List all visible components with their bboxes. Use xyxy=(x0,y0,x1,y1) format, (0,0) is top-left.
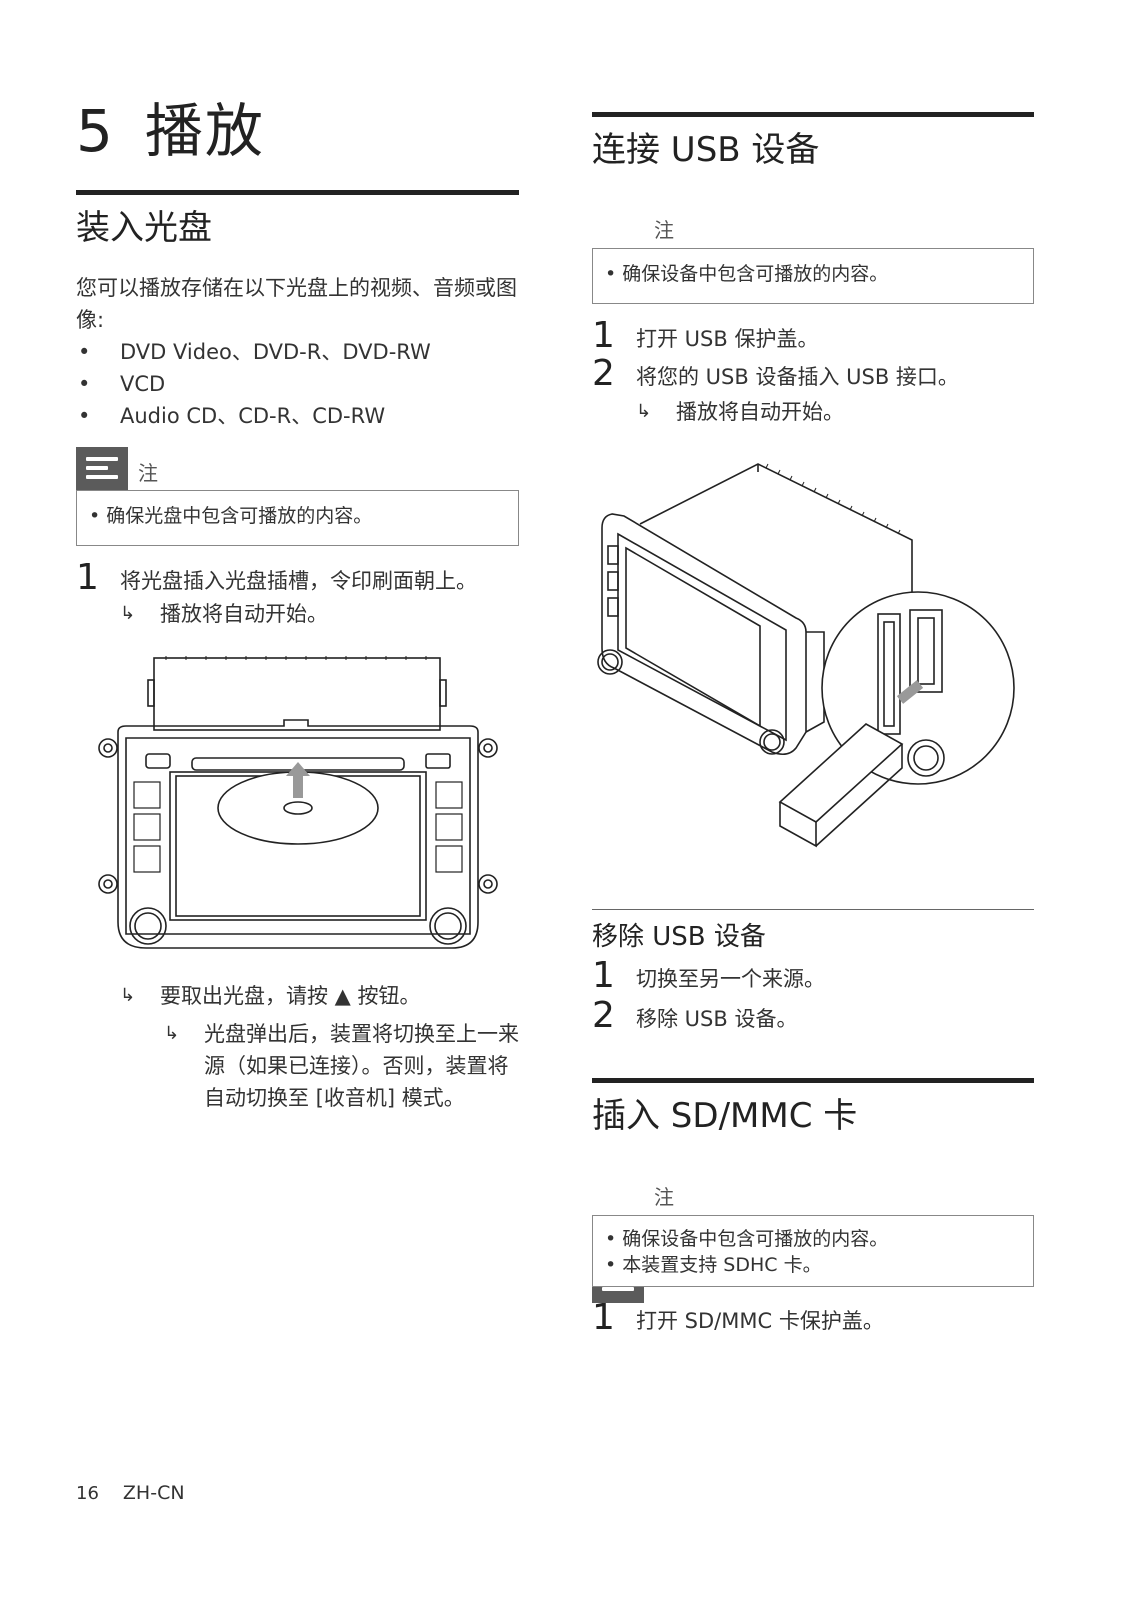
chapter-heading: 5 播放 xyxy=(76,84,265,168)
step-number: 1 xyxy=(592,315,615,356)
step-switch-source: 1 切换至另一个来源。 xyxy=(592,958,1034,994)
step-insert-usb: 2 将您的 USB 设备插入 USB 接口。 xyxy=(592,356,1034,392)
note-label: 注 xyxy=(138,461,158,485)
step-text: 将您的 USB 设备插入 USB 接口。 xyxy=(636,365,959,389)
section-rule xyxy=(592,112,1034,117)
section-rule xyxy=(592,909,1034,910)
step-number: 2 xyxy=(592,995,615,1036)
result-arrow-icon: ↳ xyxy=(164,1023,180,1044)
step-number: 1 xyxy=(76,557,99,598)
note-item: • 确保设备中包含可播放的内容。 xyxy=(605,1228,889,1250)
disc-type-list: DVD Video、DVD-R、DVD-RW VCD Audio CD、CD-R… xyxy=(76,336,519,432)
step-number: 1 xyxy=(592,955,615,996)
eject-sub-result: ↳ 光盘弹出后，装置将切换至上一来源（如果已连接）。否则，装置将自动切换至 [收… xyxy=(164,1018,520,1114)
section-rule xyxy=(592,1078,1034,1083)
list-item: VCD xyxy=(76,368,519,400)
chapter-number: 5 xyxy=(76,97,115,165)
language-code: ZH-CN xyxy=(122,1482,185,1504)
note-item: • 本装置支持 SDHC 卡。 xyxy=(605,1254,822,1276)
result-arrow-icon: ↳ xyxy=(120,603,136,624)
chapter-title: 播放 xyxy=(144,97,265,165)
page-number: 16 xyxy=(76,1483,99,1504)
step-text: 打开 USB 保护盖。 xyxy=(636,327,819,351)
page-footer: 16 ZH-CN xyxy=(76,1482,185,1504)
step-text: 切换至另一个来源。 xyxy=(636,967,825,991)
step-text: 打开 SD/MMC 卡保护盖。 xyxy=(636,1309,884,1333)
section-title-load-disc: 装入光盘 xyxy=(76,208,212,248)
step-text: 将光盘插入光盘插槽，令印刷面朝上。 xyxy=(120,569,477,593)
result-arrow-icon: ↳ xyxy=(120,985,136,1006)
note-item: • 确保光盘中包含可播放的内容。 xyxy=(89,505,373,527)
list-item: Audio CD、CD-R、CD-RW xyxy=(76,400,519,432)
step-text: 移除 USB 设备。 xyxy=(636,1007,798,1031)
section-title-remove-usb: 移除 USB 设备 xyxy=(592,922,766,952)
note-label: 注 xyxy=(654,1185,674,1209)
note-item: • 确保设备中包含可播放的内容。 xyxy=(605,263,889,285)
step-load-disc: 1 将光盘插入光盘插槽，令印刷面朝上。 xyxy=(76,560,519,596)
step-open-usb-cover: 1 打开 USB 保护盖。 xyxy=(592,318,1034,354)
note-icon xyxy=(76,447,128,491)
eject-result: ↳ 要取出光盘，请按 ▲ 按钮。 xyxy=(120,980,520,1012)
result-arrow-icon: ↳ xyxy=(636,401,652,422)
disc-insert-illustration xyxy=(98,656,498,949)
section-title-connect-usb: 连接 USB 设备 xyxy=(592,130,820,170)
note-label: 注 xyxy=(654,218,674,242)
note-box: • 确保设备中包含可播放的内容。 xyxy=(592,248,1034,304)
note-box: • 确保光盘中包含可播放的内容。 xyxy=(76,490,519,546)
section-rule xyxy=(76,190,519,195)
step-result: ↳ 播放将自动开始。 xyxy=(120,598,520,630)
step-open-sd-cover: 1 打开 SD/MMC 卡保护盖。 xyxy=(592,1300,1034,1336)
step-result: ↳ 播放将自动开始。 xyxy=(636,396,1034,428)
usb-insert-illustration xyxy=(597,463,1015,848)
step-remove-usb: 2 移除 USB 设备。 xyxy=(592,998,1034,1034)
intro-text: 您可以播放存储在以下光盘上的视频、音频或图像: xyxy=(76,276,517,332)
section-title-insert-sd: 插入 SD/MMC 卡 xyxy=(592,1096,858,1136)
list-item: DVD Video、DVD-R、DVD-RW xyxy=(76,336,519,368)
step-number: 2 xyxy=(592,353,615,394)
step-number: 1 xyxy=(592,1297,615,1338)
note-box: • 确保设备中包含可播放的内容。 • 本装置支持 SDHC 卡。 xyxy=(592,1215,1034,1287)
